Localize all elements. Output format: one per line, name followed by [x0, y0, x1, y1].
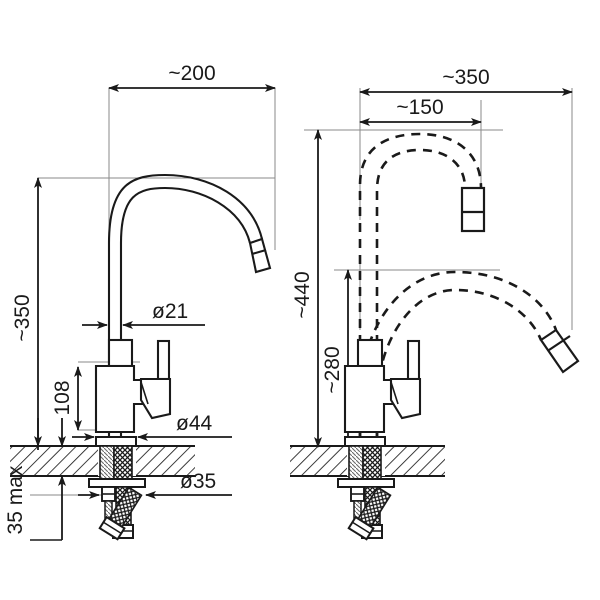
dim-label-body-height-108: 108: [51, 380, 74, 415]
dim-shank-dia-35: ø35: [78, 470, 232, 499]
left-view-group: ~200 ~350 ø21: [4, 62, 276, 541]
dim-label-base-dia-44: ø44: [176, 412, 213, 435]
right-view-group: ~350 ~150 ~440 ~280: [290, 66, 580, 541]
dim-label-height-350: ~350: [11, 294, 34, 341]
faucet-body-right: [343, 338, 422, 434]
spout-dashed-down: [358, 270, 558, 440]
dim-label-counter-thickness: 35 max: [4, 465, 27, 534]
dim-label-height-280: ~280: [321, 346, 344, 393]
dim-counter-thickness-35max: 35 max: [4, 418, 66, 541]
shank-assembly-right: [337, 436, 395, 541]
dim-label-height-440: ~440: [291, 271, 314, 318]
aerator-left: [248, 237, 272, 274]
aerator-right-down: [539, 328, 580, 374]
dim-label-reach-150: ~150: [396, 96, 443, 119]
dim-label-shank-dia-35: ø35: [180, 470, 216, 493]
shank-assembly-left: [88, 436, 146, 541]
dim-label-spout-dia-21: ø21: [152, 300, 188, 323]
dim-height-440: ~440: [291, 129, 322, 448]
dim-base-dia-44: ø44: [72, 412, 232, 441]
dim-reach-350: ~350: [359, 66, 573, 96]
dim-spout-dia-21: ø21: [82, 300, 205, 329]
dim-label-width-200: ~200: [168, 62, 215, 85]
left-projection-lines: [30, 88, 276, 500]
faucet-body-left: [94, 338, 172, 434]
dim-height-350: ~350: [11, 177, 42, 450]
right-projection-lines: [304, 88, 573, 330]
dim-label-reach-350: ~350: [442, 66, 489, 89]
dim-body-height-108: 108: [51, 366, 82, 431]
aerator-right-up: [460, 186, 486, 233]
dim-reach-150: ~150: [359, 96, 482, 126]
dim-width-200: ~200: [108, 62, 276, 92]
spout-outline: [107, 173, 264, 440]
spout-dashed-up: [358, 132, 483, 440]
